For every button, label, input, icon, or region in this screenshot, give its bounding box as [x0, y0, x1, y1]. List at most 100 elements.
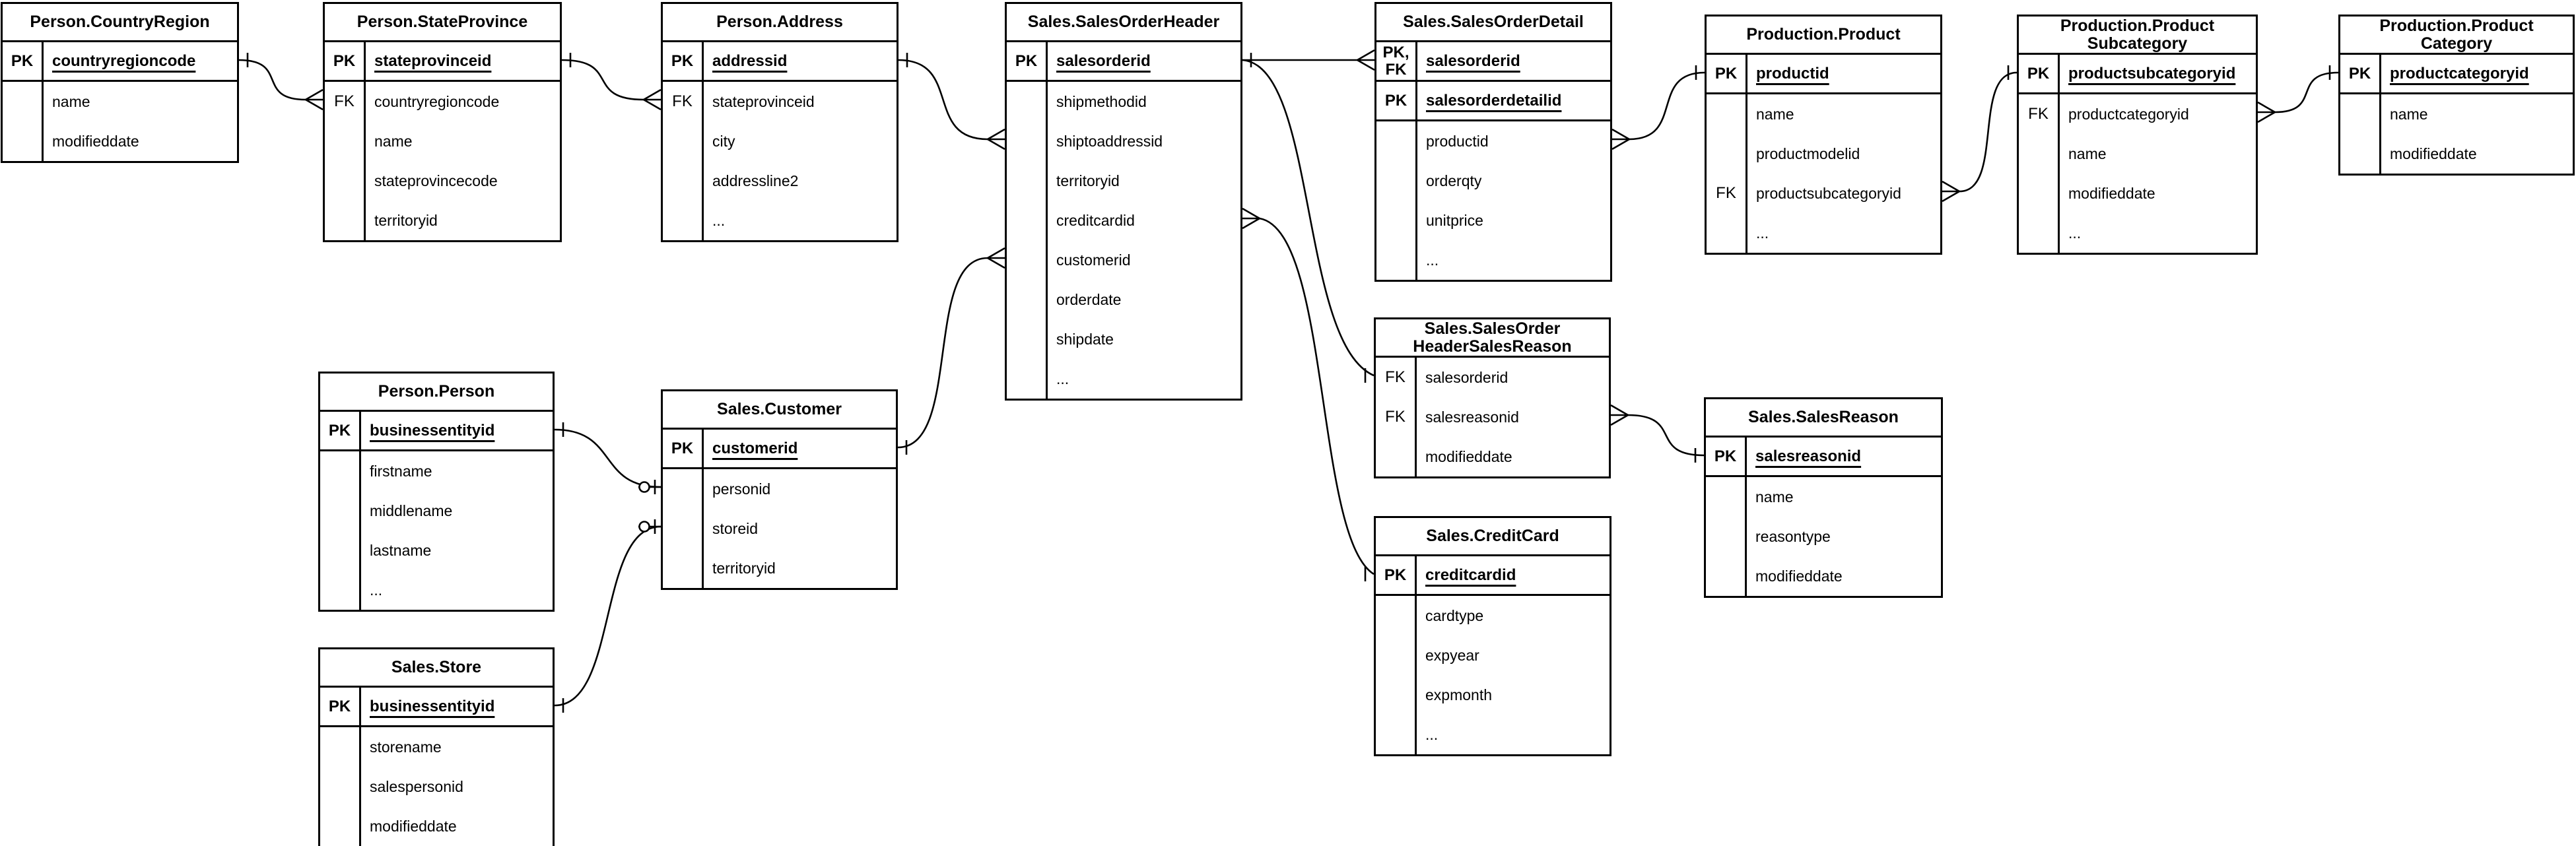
- relationship-wire: [2274, 71, 2339, 114]
- key-label: FK: [2019, 94, 2060, 134]
- attribute-row: ...: [1707, 213, 1940, 253]
- attribute-row: modifieddate: [2340, 134, 2573, 174]
- attribute-row: customerid: [1007, 240, 1240, 280]
- key-label-line: PK: [11, 51, 34, 70]
- key-attribute-name: businessentityid: [370, 421, 495, 439]
- crows-foot-many-icon: [1610, 404, 1629, 426]
- key-label: [1376, 240, 1417, 280]
- table-title: Sales.SalesOrderHeader: [1007, 4, 1240, 42]
- relationship-stateprovince-address: [561, 53, 661, 111]
- key-label-line: PK: [671, 439, 694, 457]
- attribute-name: productsubcategoryid: [1756, 184, 1901, 202]
- key-attribute-name: salesorderid: [1056, 51, 1151, 70]
- attribute-name: salesreasonid: [1425, 408, 1519, 426]
- key-attribute-name: customerid: [712, 439, 798, 457]
- key-label: [2340, 94, 2381, 134]
- attribute-name: countryregioncode: [374, 92, 500, 110]
- table-title-line: Person.Address: [716, 13, 843, 31]
- attribute-name: ...: [2068, 224, 2082, 242]
- key-label: [320, 491, 361, 531]
- attribute-row: ...: [320, 570, 553, 610]
- key-label: PK: [320, 688, 361, 725]
- relationship-wire: [897, 257, 988, 449]
- attribute-row: modifieddate: [1376, 437, 1609, 476]
- attribute-row: name: [325, 121, 560, 161]
- relationship-address-salesorderheader: [898, 53, 1005, 150]
- key-label: [320, 451, 361, 491]
- attribute-row: orderqty: [1376, 161, 1610, 201]
- attribute-name: modifieddate: [370, 817, 457, 835]
- attribute-name: shipmethodid: [1056, 92, 1147, 110]
- key-label: PK: [1376, 556, 1417, 594]
- attribute-name: name: [1755, 488, 1794, 505]
- attribute-name: ...: [1056, 370, 1069, 387]
- attribute-name: storename: [370, 738, 442, 756]
- attribute-row: ...: [1376, 240, 1610, 280]
- table-title-line: Sales.SalesOrder: [1424, 319, 1561, 338]
- attribute-row: creditcardid: [1007, 201, 1240, 240]
- zero-circle-icon: [638, 521, 650, 533]
- attribute-row: name: [1706, 477, 1941, 517]
- key-label: PK: [663, 430, 704, 467]
- key-label: [3, 121, 44, 161]
- key-label-line: PK: [1384, 566, 1407, 584]
- key-label: [320, 531, 361, 570]
- attribute-row: addressline2: [663, 161, 897, 201]
- key-label: PK: [1707, 55, 1747, 92]
- relationship-wire: [554, 525, 661, 707]
- crows-foot-many-icon: [987, 128, 1005, 150]
- attribute-name: territoryid: [1056, 172, 1120, 189]
- key-label: [1376, 201, 1417, 240]
- key-attribute-name: productid: [1756, 64, 1829, 82]
- key-label: [1376, 121, 1417, 161]
- relationship-wire: [561, 59, 644, 101]
- attribute-row: firstname: [320, 451, 553, 491]
- crows-foot-many-icon: [987, 247, 1005, 269]
- key-label: PK: [3, 42, 44, 80]
- key-label: PK: [1706, 438, 1747, 475]
- attribute-row: ...: [663, 201, 897, 240]
- crows-foot-many-icon: [1242, 207, 1260, 230]
- key-label: PK: [2019, 55, 2060, 92]
- key-label: [320, 570, 361, 610]
- key-label: [663, 469, 704, 509]
- attribute-name: ...: [712, 211, 726, 229]
- key-label: [663, 121, 704, 161]
- attribute-row: salespersonid: [320, 767, 553, 806]
- key-label: [1007, 359, 1048, 399]
- attribute-row: shiptoaddressid: [1007, 121, 1240, 161]
- attribute-row: middlename: [320, 491, 553, 531]
- attribute-row: storeid: [663, 509, 896, 548]
- key-label: FK: [1707, 174, 1747, 213]
- key-label: [320, 806, 361, 846]
- key-label: [1707, 94, 1747, 134]
- table-title: Sales.SalesOrderDetail: [1376, 4, 1610, 42]
- key-attribute-name: creditcardid: [1425, 566, 1516, 584]
- primary-key-row: PK creditcardid: [1376, 556, 1610, 596]
- attribute-row: name: [2340, 94, 2573, 134]
- key-label: PK: [663, 42, 704, 80]
- attribute-row: territoryid: [663, 548, 896, 588]
- attribute-row: productmodelid: [1707, 134, 1940, 174]
- attribute-name: creditcardid: [1056, 211, 1135, 229]
- attribute-name: name: [2068, 145, 2107, 162]
- key-label: [1007, 280, 1048, 319]
- key-label: PK: [2340, 55, 2381, 92]
